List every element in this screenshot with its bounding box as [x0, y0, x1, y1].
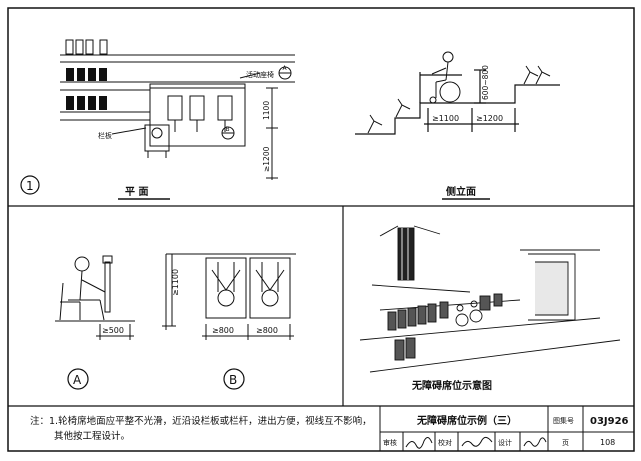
- detail-B-dim-1100: ≥1100: [171, 269, 180, 296]
- signature-check: [461, 436, 493, 447]
- plan-dim-1100: 1100: [262, 101, 271, 120]
- page-label: 页: [562, 439, 569, 447]
- wheelchair-user-side: [429, 51, 461, 104]
- movable-seat-1: [167, 95, 183, 121]
- signature-design: [523, 437, 547, 447]
- page-number: 108: [600, 438, 615, 447]
- perspective-sketch: [359, 225, 621, 373]
- detail-B-marker: B: [229, 373, 237, 387]
- detail-B-dim-800-right: ≥800: [256, 326, 278, 335]
- side-dim-1200: ≥1200: [476, 114, 503, 123]
- detail-B-dim-800-left: ≥800: [212, 326, 234, 335]
- drawing-title: 无障碍席位示例（三）: [416, 414, 517, 427]
- wheelchair-plan-icon: [144, 124, 170, 158]
- plan-seats: [65, 39, 108, 110]
- sheet-frame: [7, 7, 635, 452]
- check-label: 校对: [438, 438, 452, 447]
- label-railing: 栏板: [98, 131, 112, 140]
- signature-review: [405, 437, 433, 449]
- detail-A-marker-circle: [67, 368, 89, 390]
- label-movable-seat: 活动座椅: [246, 70, 274, 79]
- perspective-caption: 无障碍席位示意图: [411, 379, 492, 392]
- atlas-label: 图集号: [553, 416, 574, 425]
- seat-rows: [60, 54, 295, 121]
- wheelchair-bay-2: [249, 257, 291, 319]
- tier-profile: [355, 84, 560, 135]
- panel-number-circle: [20, 175, 40, 195]
- detail-B-marker-circle: [223, 368, 245, 390]
- detail-B: [162, 253, 296, 340]
- note-line-2: 其他按工程设计。: [54, 431, 131, 442]
- perspective-seats: [387, 293, 503, 361]
- plan-view: [60, 39, 295, 180]
- side-dim-1100: ≥1100: [432, 114, 459, 123]
- side-title: 侧立面: [446, 185, 476, 198]
- movable-seat-2: [189, 95, 205, 121]
- section-B-label: B: [226, 126, 230, 133]
- detail-A: [55, 255, 135, 340]
- notes-block: 注：1.轮椅席地面应平整不光滑，近沿设栏板或栏杆，进出方便，视线互不影响， 其他…: [30, 414, 372, 444]
- design-label: 设计: [498, 438, 512, 447]
- detail-A-marker: A: [73, 373, 82, 387]
- plan-dim-1200: ≥1200: [262, 146, 271, 172]
- wheelchair-area: [149, 83, 246, 147]
- wheelchair-bay-1: [205, 257, 247, 319]
- section-A-label: A: [283, 65, 288, 72]
- title-block: [379, 406, 634, 451]
- side-seats-left: [367, 65, 551, 134]
- atlas-number: 03J926: [590, 416, 629, 427]
- panel-number: 1: [26, 179, 34, 193]
- plan-title: 平 面: [125, 186, 148, 198]
- side-elevation: [355, 51, 560, 135]
- note-line-1: 注：1.轮椅席地面应平整不光滑，近沿设栏板或栏杆，进出方便，视线互不影响，: [30, 416, 372, 427]
- review-label: 审核: [383, 438, 397, 447]
- movable-seat-3: [217, 95, 233, 121]
- side-dim-height: 600~800: [481, 65, 490, 100]
- detail-A-dim-500: ≥500: [102, 326, 124, 335]
